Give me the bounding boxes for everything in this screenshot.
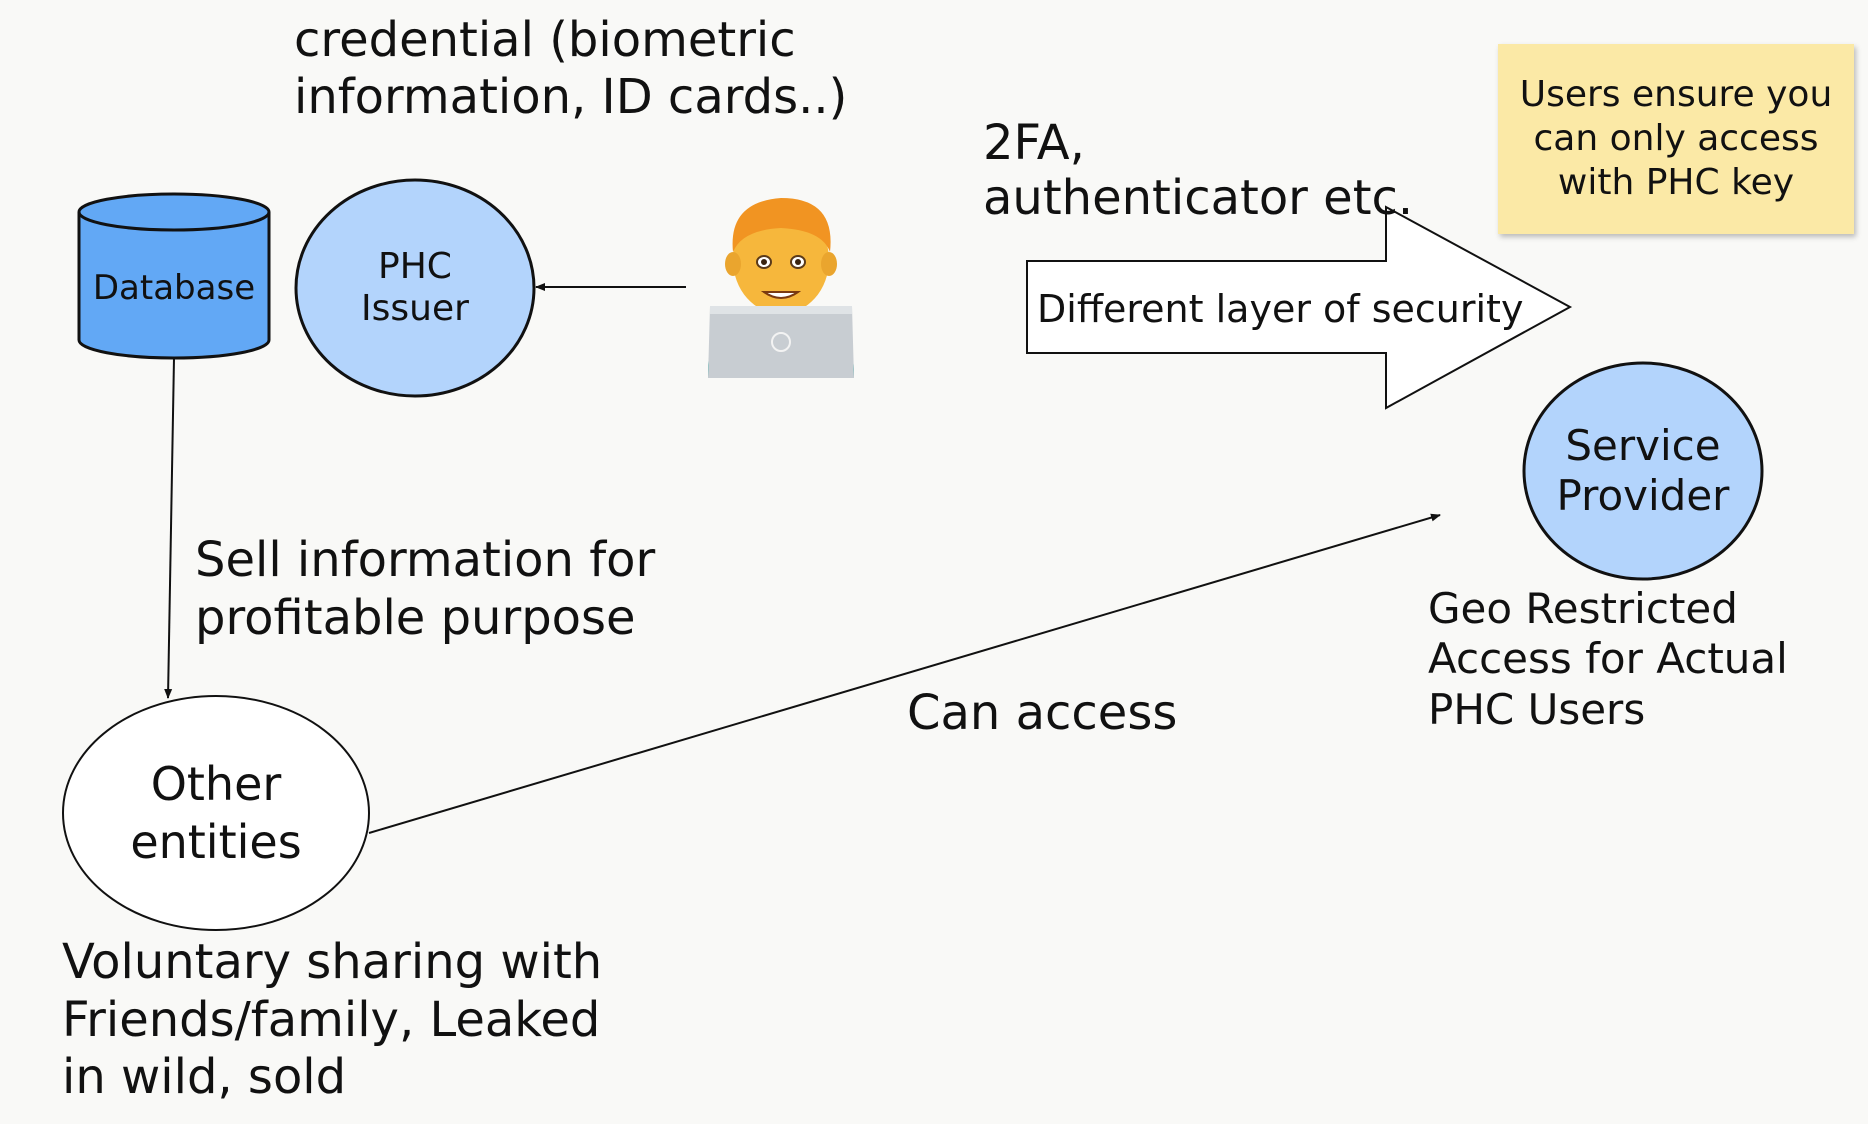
service-provider-label: Service Provider bbox=[1556, 421, 1730, 521]
other-entities-node[interactable] bbox=[62, 695, 370, 931]
person-laptop-icon bbox=[708, 198, 854, 378]
entities-to-provider-arrow[interactable] bbox=[368, 513, 1441, 834]
database-to-entities-arrow[interactable] bbox=[164, 357, 175, 699]
phc-issuer-label: PHC Issuer bbox=[361, 246, 469, 330]
geo-restricted-label: Geo Restricted Access for Actual PHC Use… bbox=[1428, 584, 1788, 734]
can-access-label: Can access bbox=[907, 685, 1178, 741]
database-node[interactable] bbox=[77, 192, 271, 360]
sell-info-label: Sell information for profitable purpose bbox=[195, 532, 656, 646]
credential-label: credential (biometric information, ID ca… bbox=[294, 12, 848, 125]
service-provider-node[interactable] bbox=[1522, 361, 1764, 581]
phc-issuer-node[interactable] bbox=[294, 178, 536, 398]
sticky-note[interactable]: Users ensure you can only access with PH… bbox=[1498, 44, 1854, 234]
security-arrow-label: Different layer of security bbox=[1037, 287, 1524, 331]
database-label: Database bbox=[92, 268, 256, 308]
other-entities-label: Other entities bbox=[130, 757, 302, 869]
security-block-arrow[interactable] bbox=[1026, 205, 1573, 410]
voluntary-sharing-label: Voluntary sharing with Friends/family, L… bbox=[62, 934, 603, 1106]
twofa-label: 2FA, authenticator etc. bbox=[983, 115, 1414, 227]
